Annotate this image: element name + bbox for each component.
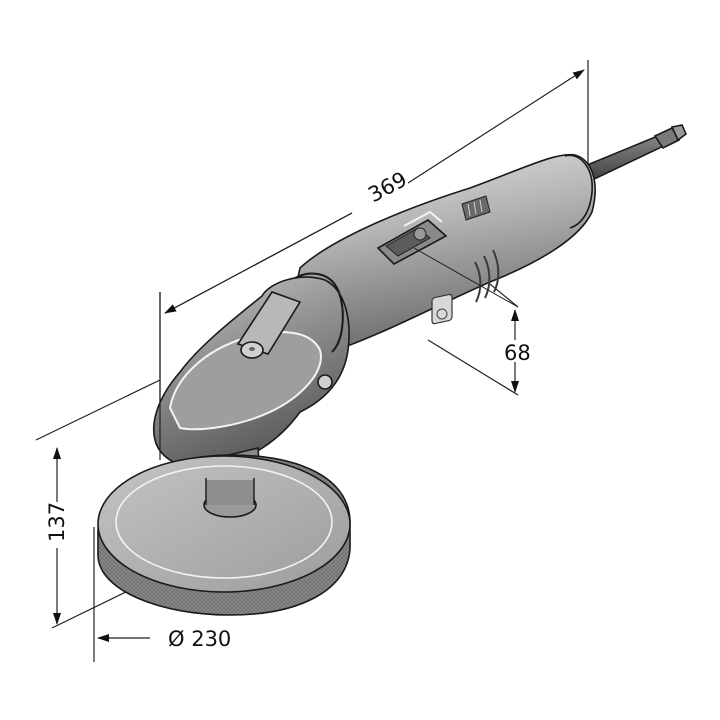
slide-switch [376, 210, 448, 265]
power-cord [578, 124, 687, 184]
length-label: 369 [364, 167, 411, 207]
vent-slots [474, 249, 500, 303]
dimension-pad-diameter: Ø 230 [93, 527, 231, 662]
pad-diameter-label: Ø 230 [168, 627, 231, 651]
height-label: 137 [45, 502, 69, 542]
speed-dial-wheel [461, 195, 491, 221]
body-height-label: 68 [504, 341, 531, 365]
gear-head [153, 272, 350, 470]
spindle-lock-button [236, 291, 302, 359]
brand-logo-badge [431, 293, 453, 325]
motor-housing [291, 153, 596, 348]
side-screw [317, 374, 333, 390]
polishing-pad [97, 454, 351, 616]
